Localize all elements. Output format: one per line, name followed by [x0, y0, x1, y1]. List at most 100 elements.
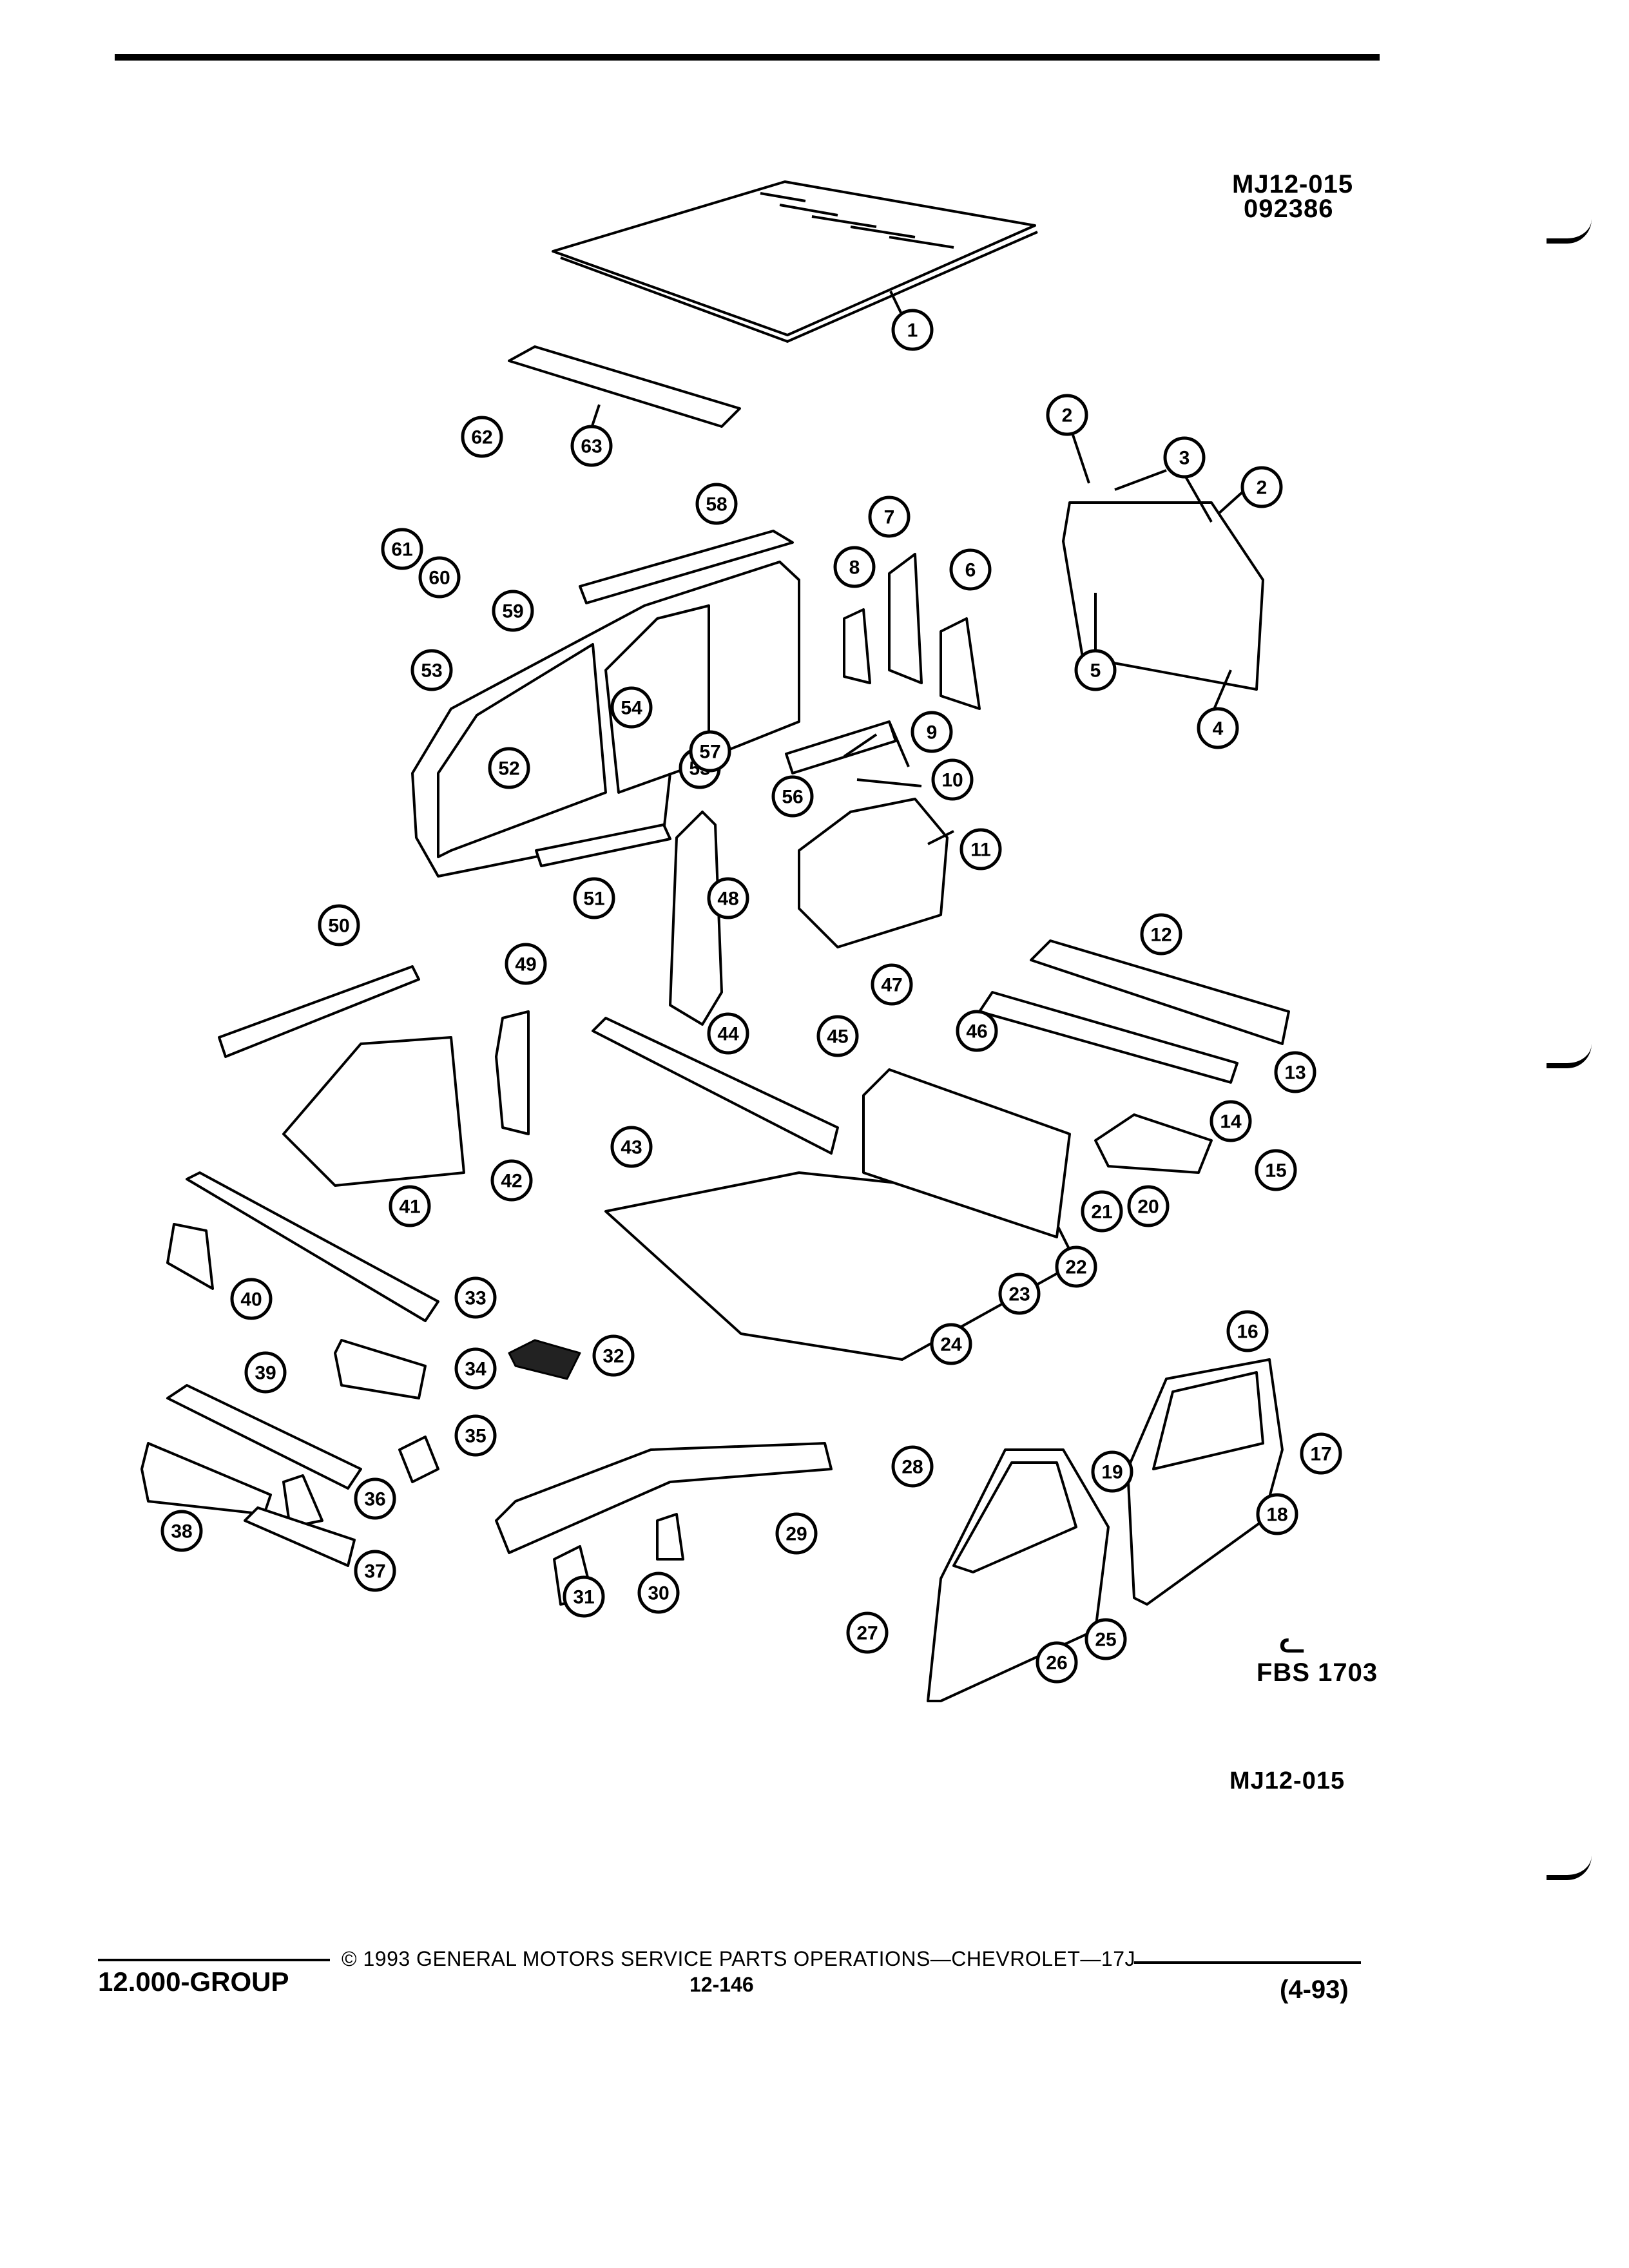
svg-text:53: 53 [421, 660, 442, 682]
callout-21: 21 [1081, 1190, 1123, 1233]
callout-59: 59 [492, 590, 534, 632]
svg-text:52: 52 [498, 758, 519, 780]
panel-36 [282, 1474, 323, 1528]
svg-text:56: 56 [782, 787, 803, 808]
svg-text:33: 33 [465, 1288, 486, 1309]
callout-51: 51 [573, 877, 615, 919]
svg-text:10: 10 [941, 770, 963, 791]
svg-text:17: 17 [1310, 1444, 1331, 1465]
svg-text:58: 58 [706, 494, 727, 515]
bracket-35 [398, 1436, 439, 1483]
panel-40 [166, 1223, 214, 1290]
fbs-code: FBS 1703 [1257, 1658, 1378, 1687]
callout-37: 37 [354, 1550, 396, 1592]
diagram-ref-number: 092386 [1244, 195, 1334, 223]
callout-41: 41 [389, 1185, 431, 1227]
svg-text:60: 60 [429, 568, 450, 589]
svg-text:62: 62 [471, 427, 492, 448]
rear-pillar-6 [940, 617, 981, 710]
diagram-ref-code: MJ12-015 [1232, 170, 1354, 198]
callout-29: 29 [775, 1512, 818, 1555]
svg-text:36: 36 [364, 1489, 385, 1510]
svg-text:14: 14 [1220, 1111, 1242, 1133]
svg-text:8: 8 [849, 557, 860, 579]
bottom-ref-code: MJ12-015 [1229, 1767, 1345, 1794]
svg-text:18: 18 [1266, 1504, 1287, 1526]
callout-12: 12 [1140, 913, 1182, 956]
svg-text:12: 12 [1150, 925, 1171, 946]
svg-text:54: 54 [621, 698, 642, 719]
callout-33: 33 [454, 1276, 497, 1319]
callout-23: 23 [998, 1273, 1041, 1315]
rear-floor-panel [978, 991, 1239, 1084]
callout-9: 9 [911, 711, 953, 753]
callout-28: 28 [891, 1445, 934, 1488]
callout-18: 18 [1256, 1493, 1298, 1535]
rear-pillar-8 [843, 608, 871, 684]
margin-tick-mark [1547, 1856, 1592, 1880]
callout-31: 31 [563, 1575, 605, 1618]
svg-text:28: 28 [901, 1457, 923, 1478]
leader-lines [590, 291, 1245, 845]
callout-49: 49 [505, 943, 547, 985]
front-door-window-28 [952, 1461, 1077, 1573]
callout-19: 19 [1091, 1450, 1133, 1493]
svg-text:46: 46 [966, 1021, 987, 1043]
rear-pillar-7 [888, 553, 923, 684]
callout-35: 35 [454, 1414, 497, 1457]
svg-text:61: 61 [391, 539, 412, 561]
svg-text:25: 25 [1095, 1629, 1116, 1651]
svg-text:42: 42 [501, 1171, 522, 1192]
panel-37 [244, 1506, 356, 1567]
svg-text:50: 50 [328, 916, 349, 937]
bracket-42 [495, 1010, 530, 1135]
roof-ribs [760, 192, 954, 249]
front-door-opening [437, 643, 607, 858]
panel-38 [140, 1442, 272, 1515]
callout-34: 34 [454, 1347, 497, 1390]
svg-text:6: 6 [965, 560, 976, 581]
callout-50: 50 [318, 904, 360, 947]
footer-rule-left [98, 1959, 330, 1961]
rail-20 [1094, 1113, 1213, 1174]
svg-text:11: 11 [970, 840, 991, 861]
callout-20: 20 [1127, 1185, 1170, 1227]
rail-50 [218, 965, 420, 1058]
svg-text:59: 59 [502, 601, 523, 622]
svg-text:31: 31 [573, 1587, 594, 1608]
callout-44: 44 [707, 1012, 749, 1055]
svg-text:30: 30 [648, 1583, 669, 1604]
front-wheelhouse-41 [282, 1036, 465, 1187]
callout-1: 1 [891, 309, 934, 351]
callout-62: 62 [461, 416, 503, 458]
fbs-logo-mark: ᓚ [1280, 1625, 1306, 1658]
callout-27: 27 [846, 1611, 889, 1654]
callout-45: 45 [816, 1015, 859, 1057]
svg-text:4: 4 [1213, 718, 1224, 740]
callout-15: 15 [1255, 1149, 1297, 1191]
callout-60: 60 [418, 556, 461, 599]
svg-text:37: 37 [364, 1561, 385, 1582]
svg-text:13: 13 [1284, 1062, 1306, 1084]
callout-52: 52 [488, 747, 530, 789]
roof-panel [552, 180, 1036, 336]
svg-text:45: 45 [827, 1026, 848, 1048]
callout-38: 38 [160, 1510, 203, 1552]
callout-43: 43 [610, 1126, 653, 1168]
top-rule [115, 54, 1380, 61]
callout-26: 26 [1036, 1641, 1078, 1684]
svg-text:20: 20 [1137, 1196, 1159, 1218]
callout-61: 61 [381, 528, 423, 570]
rear-crossmember-9 [785, 720, 897, 774]
callout-14: 14 [1210, 1100, 1252, 1142]
callout-22: 22 [1055, 1245, 1097, 1288]
bracket-30 [656, 1513, 684, 1561]
svg-text:26: 26 [1046, 1653, 1067, 1674]
svg-text:2: 2 [1062, 405, 1073, 427]
svg-text:1: 1 [907, 320, 918, 341]
callout-25: 25 [1084, 1618, 1127, 1660]
svg-text:63: 63 [581, 436, 602, 457]
svg-text:16: 16 [1237, 1321, 1258, 1343]
callout-17: 17 [1300, 1432, 1342, 1475]
